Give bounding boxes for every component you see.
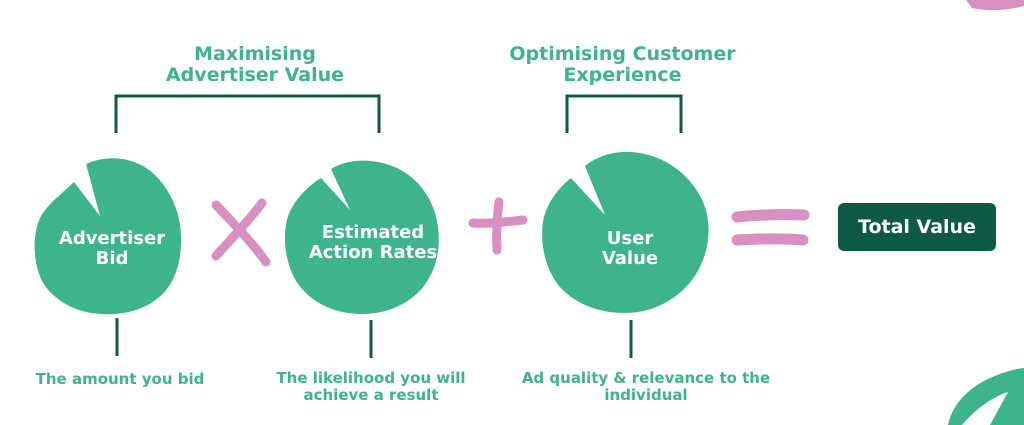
- equals-icon: [731, 209, 810, 246]
- action-rates-leaf-icon: [284, 160, 439, 314]
- user-value-caption: Ad quality & relevance to the individual: [521, 369, 771, 404]
- advertiser-bid-caption: The amount you bid: [35, 370, 205, 388]
- times-icon: [211, 198, 271, 267]
- estimated-action-rates-caption: The likelihood you will achieve a result: [276, 369, 466, 404]
- heading-maximising-advertiser-value: Maximising Advertiser Value: [165, 43, 345, 87]
- estimated-action-rates-label: Estimated Action Rates: [308, 222, 438, 264]
- decorative-leaf-bottom-right-icon: [948, 368, 1024, 425]
- advertiser-value-bracket: [114, 94, 381, 133]
- user-value-leaf-icon: [542, 151, 709, 313]
- heading-optimising-customer-experience: Optimising Customer Experience: [509, 43, 736, 87]
- total-value-box: Total Value: [838, 203, 996, 251]
- customer-experience-bracket: [565, 94, 683, 133]
- advertiser-bid-leaf-icon: [34, 158, 182, 315]
- decorative-leaf-top-right-icon: [966, 0, 1024, 11]
- advertiser-bid-label: Advertiser Bid: [58, 228, 166, 270]
- plus-icon: [468, 197, 528, 255]
- user-value-label: User Value: [601, 228, 659, 270]
- decorative-leaf-notch-icon: [962, 392, 1008, 425]
- total-value-label: Total Value: [858, 216, 976, 238]
